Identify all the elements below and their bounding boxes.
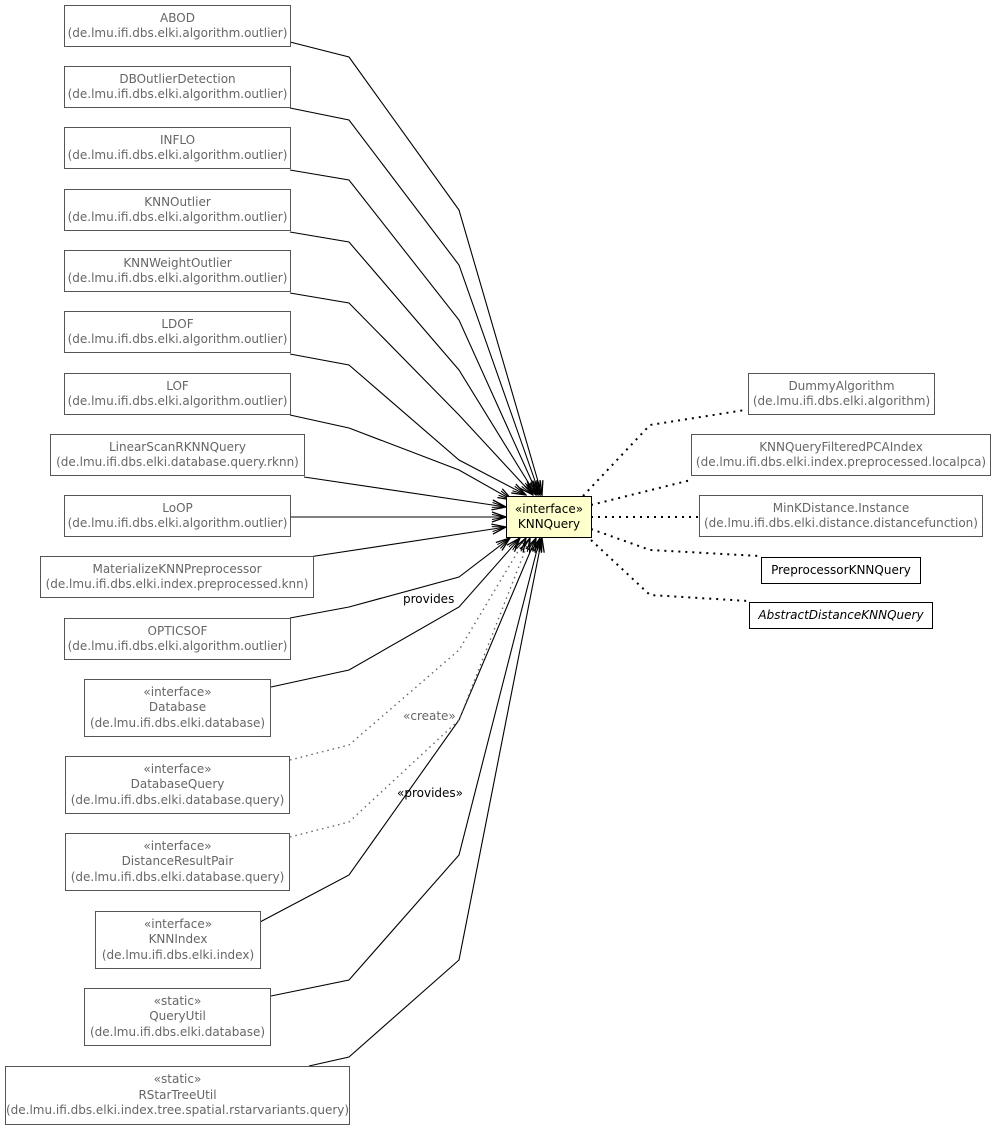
edge-lof <box>289 414 512 500</box>
distanceresultpair-name: DistanceResultPair <box>121 854 234 869</box>
linearscanrknnquery-name: LinearScanRKNNQuery <box>108 439 247 454</box>
preprocessorknnquery-node[interactable]: PreprocessorKNNQuery <box>761 557 921 584</box>
create-label: «create» <box>403 709 456 723</box>
edge-distanceresultpair <box>289 538 530 838</box>
edge-dboutlierdetection <box>289 107 540 495</box>
minkdistance-instance-node[interactable]: MinKDistance.Instance (de.lmu.ifi.dbs.el… <box>699 495 983 537</box>
ldof-name: LDOF <box>161 316 194 331</box>
queryutil-node[interactable]: «static» QueryUtil (de.lmu.ifi.dbs.elki.… <box>84 988 271 1046</box>
edge-inflo <box>289 169 538 495</box>
databasequery-stereotype: «interface» <box>143 761 212 776</box>
abstractdistanceknnquery-name: AbstractDistanceKNNQuery <box>758 607 924 622</box>
materializeknnpreprocessor-node[interactable]: MaterializeKNNPreprocessor (de.lmu.ifi.d… <box>40 556 314 598</box>
rstartreeutil-name: RStarTreeUtil <box>138 1087 217 1102</box>
dummyalgorithm-node[interactable]: DummyAlgorithm (de.lmu.ifi.dbs.elki.algo… <box>748 373 935 415</box>
lof-node[interactable]: LOF (de.lmu.ifi.dbs.elki.algorithm.outli… <box>64 373 291 415</box>
dummyalgorithm-package: (de.lmu.ifi.dbs.elki.algorithm) <box>752 394 931 408</box>
inflo-package: (de.lmu.ifi.dbs.elki.algorithm.outlier) <box>67 148 288 162</box>
knnquery-stereotype: «interface» <box>514 501 584 516</box>
linearscanrknnquery-package: (de.lmu.ifi.dbs.elki.database.query.rknn… <box>56 455 299 469</box>
edge-knnweightoutlier <box>289 292 533 495</box>
edge-abstractdistanceknnquery <box>590 539 749 602</box>
loop-node[interactable]: LoOP (de.lmu.ifi.dbs.elki.algorithm.outl… <box>64 495 291 537</box>
edge-linearscanrknnquery <box>303 476 506 507</box>
edge-abod <box>289 41 542 495</box>
edge-dummyalgorithm <box>582 409 746 497</box>
edge-ldof <box>289 353 526 495</box>
distanceresultpair-node[interactable]: «interface» DistanceResultPair (de.lmu.i… <box>65 833 290 891</box>
queryutil-stereotype: «static» <box>153 993 202 1008</box>
knnqueryfilteredpcaindex-package: (de.lmu.ifi.dbs.elki.index.preprocessed.… <box>695 455 987 469</box>
dboutlierdetection-name: DBOutlierDetection <box>119 71 236 86</box>
opticsof-node[interactable]: OPTICSOF (de.lmu.ifi.dbs.elki.algorithm.… <box>64 618 291 660</box>
distanceresultpair-package: (de.lmu.ifi.dbs.elki.database.query) <box>70 869 285 884</box>
distanceresultpair-stereotype: «interface» <box>143 838 212 853</box>
databasequery-node[interactable]: «interface» DatabaseQuery (de.lmu.ifi.db… <box>65 756 290 814</box>
queryutil-name: QueryUtil <box>149 1009 206 1024</box>
knnindex-node[interactable]: «interface» KNNIndex (de.lmu.ifi.dbs.elk… <box>95 911 261 969</box>
ldof-node[interactable]: LDOF (de.lmu.ifi.dbs.elki.algorithm.outl… <box>64 311 291 353</box>
edge-queryutil <box>270 538 540 997</box>
inflo-node[interactable]: INFLO (de.lmu.ifi.dbs.elki.algorithm.out… <box>64 127 291 169</box>
inflo-name: INFLO <box>159 132 196 147</box>
knnoutlier-node[interactable]: KNNOutlier (de.lmu.ifi.dbs.elki.algorith… <box>64 189 291 231</box>
abstractdistanceknnquery-node[interactable]: AbstractDistanceKNNQuery <box>749 602 933 629</box>
abod-name: ABOD <box>160 10 195 25</box>
edge-knnoutlier <box>289 231 536 495</box>
opticsof-name: OPTICSOF <box>147 623 208 638</box>
provides-stereotype-label: «provides» <box>397 786 463 800</box>
knnoutlier-name: KNNOutlier <box>144 194 211 209</box>
queryutil-package: (de.lmu.ifi.dbs.elki.database) <box>89 1024 266 1039</box>
database-stereotype: «interface» <box>143 684 212 699</box>
knnindex-stereotype: «interface» <box>143 916 213 931</box>
knnqueryfilteredpcaindex-name: KNNQueryFilteredPCAIndex <box>759 439 923 454</box>
database-name: Database <box>148 700 207 715</box>
knnweightoutlier-package: (de.lmu.ifi.dbs.elki.algorithm.outlier) <box>67 271 288 285</box>
databasequery-package: (de.lmu.ifi.dbs.elki.database.query) <box>70 792 285 807</box>
abod-node[interactable]: ABOD (de.lmu.ifi.dbs.elki.algorithm.outl… <box>64 5 291 47</box>
knnindex-name: KNNIndex <box>148 932 208 947</box>
lof-name: LOF <box>166 378 189 393</box>
minkdistance-instance-package: (de.lmu.ifi.dbs.elki.distance.distancefu… <box>704 516 978 530</box>
preprocessorknnquery-name: PreprocessorKNNQuery <box>771 562 911 577</box>
minkdistance-instance-name: MinKDistance.Instance <box>772 500 910 515</box>
edge-knnindex <box>259 538 536 923</box>
database-package: (de.lmu.ifi.dbs.elki.database) <box>89 715 266 730</box>
knnweightoutlier-node[interactable]: KNNWeightOutlier (de.lmu.ifi.dbs.elki.al… <box>64 250 291 292</box>
abod-package: (de.lmu.ifi.dbs.elki.algorithm.outlier) <box>67 26 288 40</box>
knnquery-node[interactable]: «interface» KNNQuery <box>506 496 592 538</box>
ldof-package: (de.lmu.ifi.dbs.elki.algorithm.outlier) <box>67 332 288 346</box>
dummyalgorithm-name: DummyAlgorithm <box>788 378 895 393</box>
edge-database <box>270 538 520 688</box>
loop-package: (de.lmu.ifi.dbs.elki.algorithm.outlier) <box>67 516 288 530</box>
materializeknnpreprocessor-package: (de.lmu.ifi.dbs.elki.index.preprocessed.… <box>45 577 309 591</box>
database-node[interactable]: «interface» Database (de.lmu.ifi.dbs.elk… <box>84 679 271 737</box>
knnweightoutlier-name: KNNWeightOutlier <box>123 255 232 270</box>
materializeknnpreprocessor-name: MaterializeKNNPreprocessor <box>92 561 262 576</box>
knnindex-package: (de.lmu.ifi.dbs.elki.index) <box>101 947 255 962</box>
rstartreeutil-stereotype: «static» <box>153 1072 202 1087</box>
dboutlierdetection-node[interactable]: DBOutlierDetection (de.lmu.ifi.dbs.elki.… <box>64 66 291 108</box>
provides-label: provides <box>403 592 455 606</box>
rstartreeutil-package: (de.lmu.ifi.dbs.elki.index.tree.spatial.… <box>5 1103 350 1118</box>
opticsof-package: (de.lmu.ifi.dbs.elki.algorithm.outlier) <box>67 639 288 653</box>
edge-materializeknnpreprocessor <box>308 527 506 558</box>
dboutlierdetection-package: (de.lmu.ifi.dbs.elki.algorithm.outlier) <box>67 87 288 101</box>
edge-rstartreeutil <box>308 538 542 1067</box>
loop-name: LoOP <box>162 500 193 515</box>
databasequery-name: DatabaseQuery <box>130 777 225 792</box>
knnoutlier-package: (de.lmu.ifi.dbs.elki.algorithm.outlier) <box>67 210 288 224</box>
knnquery-name: KNNQuery <box>517 517 581 531</box>
rstartreeutil-node[interactable]: «static» RStarTreeUtil (de.lmu.ifi.dbs.e… <box>5 1066 350 1125</box>
knnqueryfilteredpcaindex-node[interactable]: KNNQueryFilteredPCAIndex (de.lmu.ifi.dbs… <box>691 434 991 476</box>
edge-opticsof <box>289 538 510 619</box>
lof-package: (de.lmu.ifi.dbs.elki.algorithm.outlier) <box>67 394 288 408</box>
edge-knnqueryfilteredpcaindex <box>590 479 692 506</box>
linearscanrknnquery-node[interactable]: LinearScanRKNNQuery (de.lmu.ifi.dbs.elki… <box>50 434 305 476</box>
